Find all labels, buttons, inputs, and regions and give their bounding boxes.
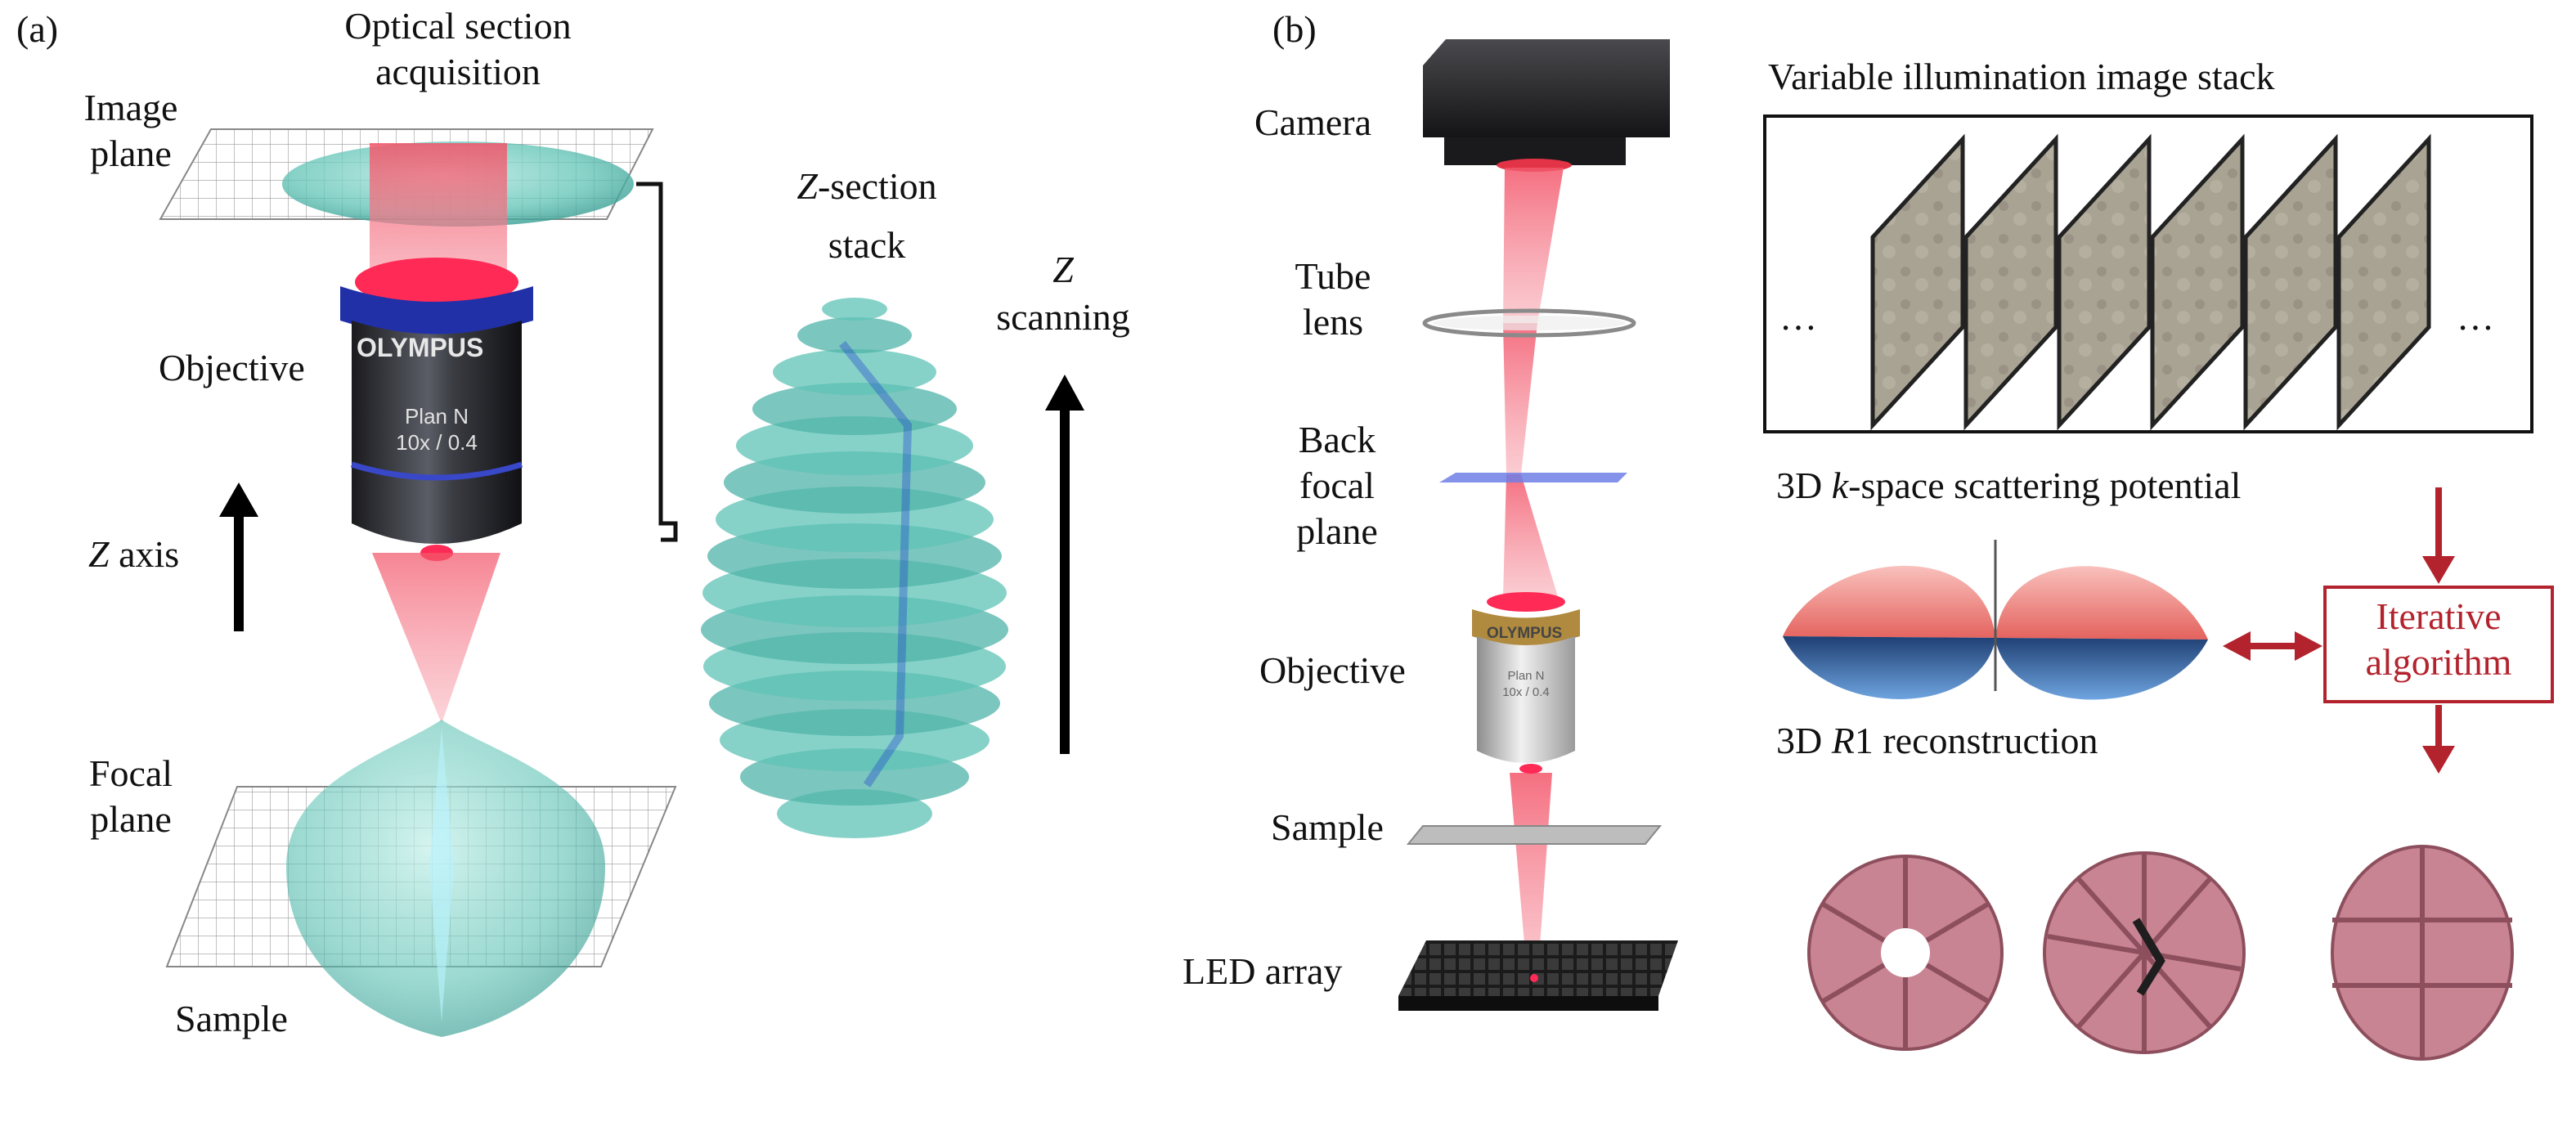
focal-plane-label: Focal plane	[88, 752, 173, 841]
arrow-stack-to-algorithm-head	[2422, 556, 2455, 584]
kspace-suffix: -space scattering potential	[1848, 465, 2242, 506]
beam-sample-to-led	[1510, 773, 1552, 981]
kspace-prefix: 3D	[1776, 465, 1832, 506]
iterative-algorithm-label: Iterative algorithm	[2365, 595, 2512, 684]
objective-a-spec-1: Plan N	[404, 404, 469, 429]
sample-b-label: Sample	[1271, 806, 1384, 848]
z-section-stack-label-line1: Z-section	[752, 164, 981, 209]
sample-slide	[1406, 825, 1663, 845]
panel-b-microscope	[1398, 39, 1678, 1011]
z-scanning-arrow-head	[1045, 375, 1084, 411]
objective-a-ring	[340, 286, 533, 335]
iterative-algorithm-box	[2323, 586, 2554, 703]
optical-section-acquisition-label: Optical section acquisition	[344, 5, 572, 93]
z-section-var: Z	[797, 165, 818, 207]
kspace-var: k	[1831, 465, 1849, 506]
objective-b-spec-2: 10x / 0.4	[1502, 685, 1550, 699]
z-section-rest: -section	[817, 165, 937, 207]
reconstruction-var: R	[1831, 720, 1855, 761]
sample-a-label: Sample	[175, 998, 288, 1039]
z-axis-var: Z	[88, 533, 110, 575]
camera-body	[1423, 39, 1670, 137]
reconstruction-label: 3D R1 reconstruction	[1776, 718, 2098, 763]
tube-lens	[1422, 308, 1636, 338]
panel-a-diagram	[159, 128, 1084, 1037]
objective-b-top-lens	[1487, 592, 1565, 612]
led-lit	[1530, 974, 1538, 982]
objective-b-collar	[1472, 609, 1580, 645]
z-axis-word: axis	[109, 533, 180, 575]
z-scanning-var: Z	[1052, 249, 1074, 290]
arrow-double-right-head	[2295, 631, 2322, 661]
led-array-side	[1398, 996, 1658, 1011]
ellipsis-right: …	[2457, 296, 2494, 338]
z-axis-label: Z axis	[88, 532, 179, 577]
objective-b-label: Objective	[1259, 649, 1406, 691]
z-section-stack-label-line2: stack	[828, 224, 906, 266]
beam-tube-to-bfp	[1503, 323, 1537, 474]
camera-label: Camera	[1254, 101, 1372, 143]
objective-a-spec-2: 10x / 0.4	[396, 430, 478, 455]
tube-lens-label: Tube lens	[1295, 255, 1371, 343]
image-stack-title: Variable illumination image stack	[1768, 56, 2275, 97]
reconstruction-prefix: 3D	[1776, 720, 1832, 761]
image-stack-frame	[1763, 114, 2533, 433]
kspace-dome-top	[1783, 565, 2208, 640]
objective-b-body	[1477, 636, 1575, 763]
panel-b-reconstruction	[1763, 114, 2554, 1061]
objective-a-band	[350, 461, 523, 481]
image-plane-label: Image plane	[83, 87, 178, 175]
z-section-stack	[701, 298, 1008, 838]
image-stack-tiles	[1870, 133, 2431, 431]
kspace-label: 3D k-space scattering potential	[1776, 463, 2241, 508]
objective-a-brand: OLYMPUS	[357, 333, 484, 362]
objective-b-brand: OLYMPUS	[1487, 625, 1563, 642]
led-array-top	[1398, 940, 1678, 996]
back-focal-plane-label: Back focal plane	[1296, 419, 1378, 553]
z-axis-arrow-head	[219, 482, 258, 517]
objective-a-body	[352, 321, 522, 544]
panel-b-label: (b)	[1272, 8, 1317, 50]
objective-a-label: Objective	[159, 347, 305, 388]
z-scanning-word: scanning	[996, 296, 1130, 338]
objective-a-top-lens	[355, 258, 518, 307]
arrow-algorithm-to-reconstruction-head	[2422, 746, 2455, 774]
kspace-dome-bottom	[1783, 636, 2208, 700]
reconstruction-suffix: 1 reconstruction	[1854, 720, 2098, 761]
panel-a-label: (a)	[16, 8, 59, 50]
back-focal-plane	[1439, 473, 1627, 482]
arrow-double-left-head	[2223, 631, 2251, 661]
beam-cone	[372, 553, 500, 724]
objective-b-spec-1: Plan N	[1507, 669, 1545, 683]
beam-camera-to-tube	[1503, 168, 1564, 323]
led-array-label: LED array	[1183, 950, 1343, 992]
objective-b-front-lens	[1519, 764, 1542, 774]
tube-lens-glass	[1433, 316, 1626, 330]
reconstruction-views	[1807, 845, 2514, 1061]
stack-connector	[636, 182, 678, 542]
ellipsis-left: …	[1779, 296, 1817, 338]
beam-bfp-to-objective	[1503, 474, 1558, 597]
sample-core	[429, 728, 454, 1022]
